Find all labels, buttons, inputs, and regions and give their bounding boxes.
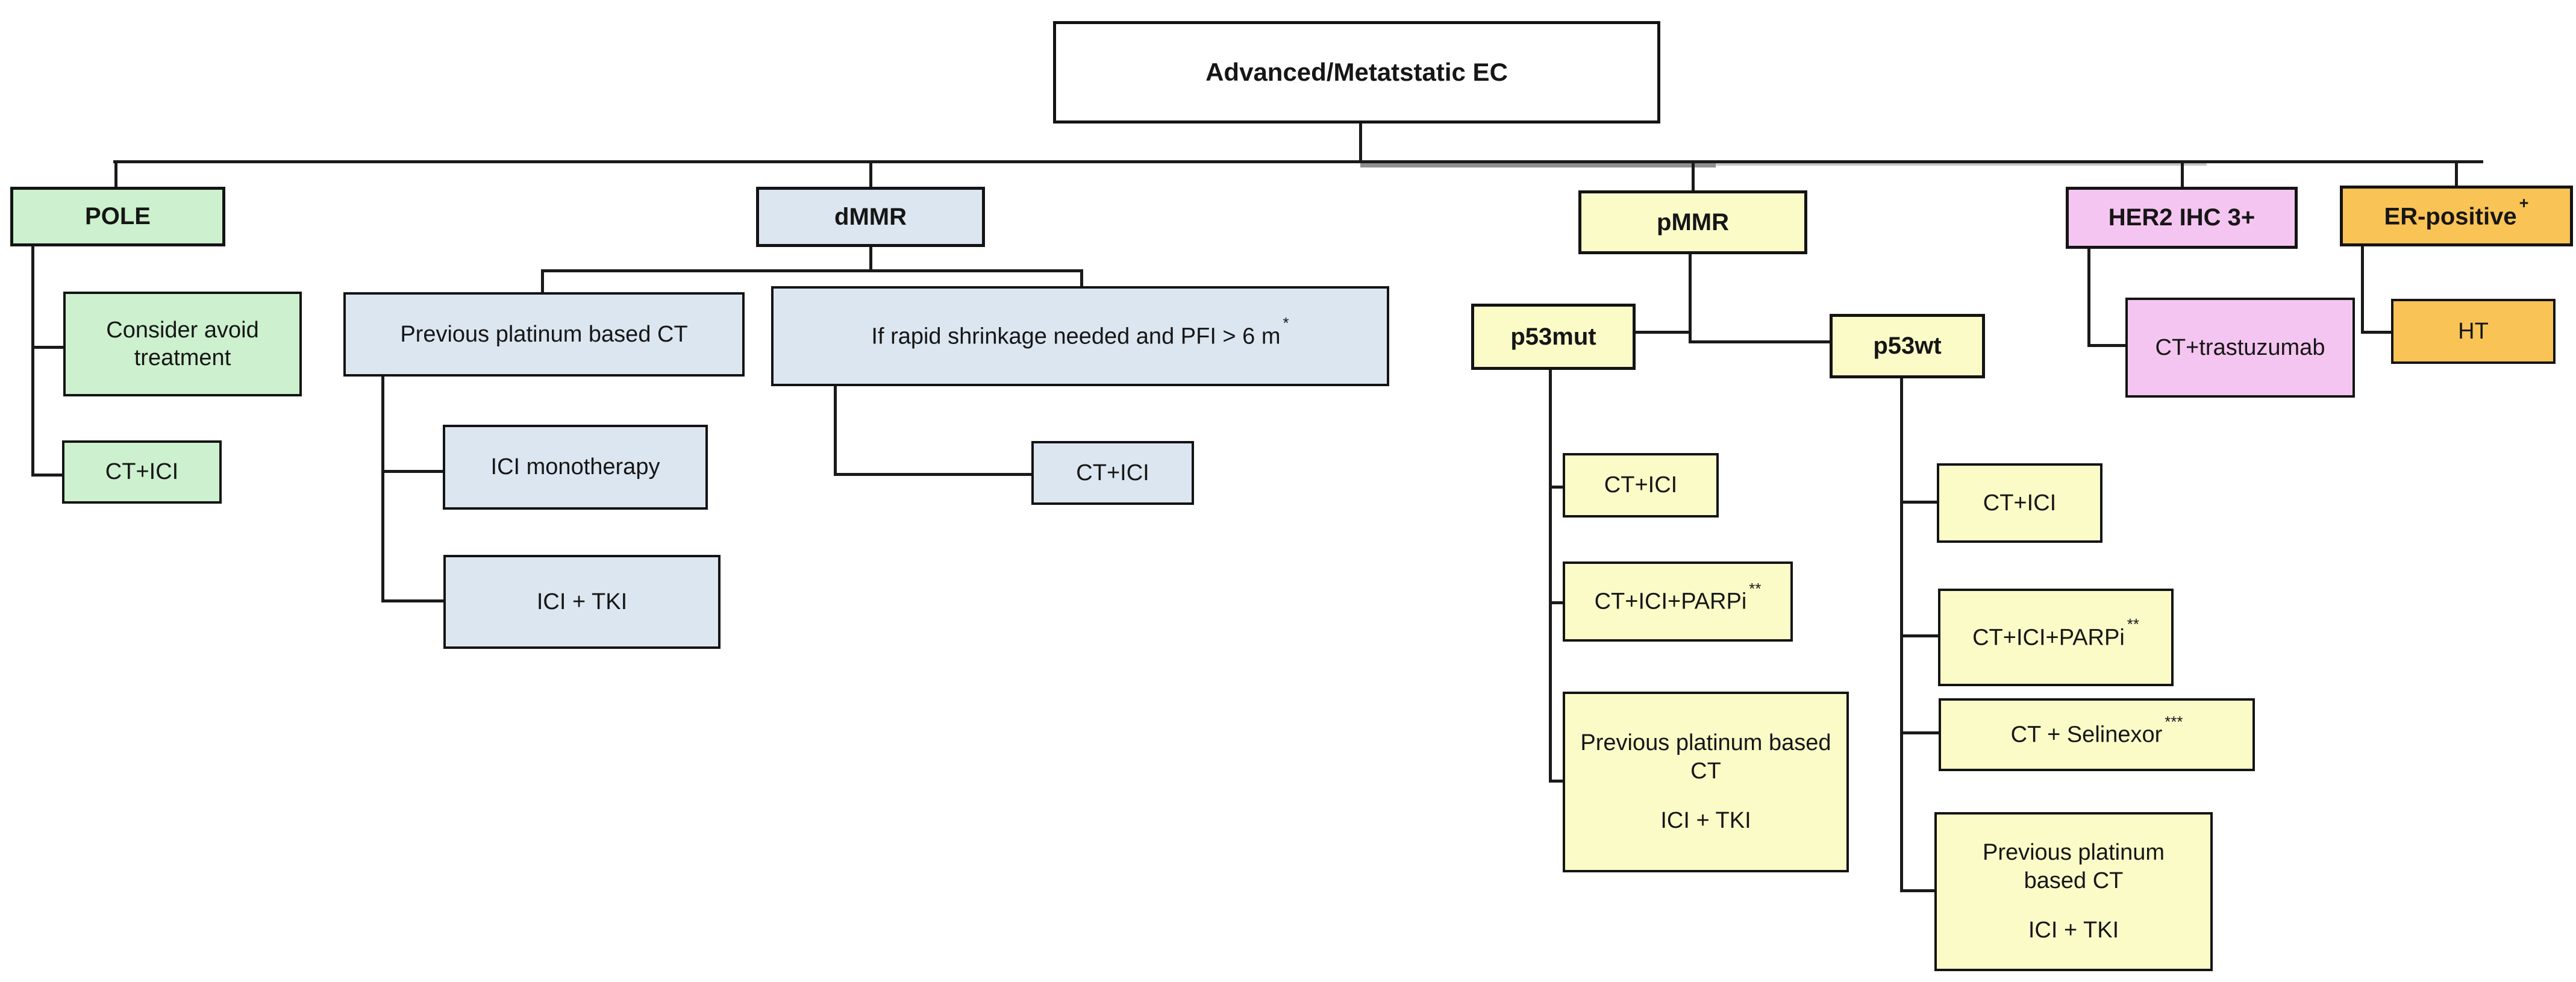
connector-main-horizontal xyxy=(113,160,2483,163)
node-dmmr-rapid-shrinkage: If rapid shrinkage needed and PFI > 6 m* xyxy=(771,286,1389,386)
connector-her2-trunk xyxy=(2087,248,2090,347)
node-p53mut-prev-platinum-line2: ICI + TKI xyxy=(1660,808,1751,834)
node-dmmr-ici-monotherapy-label: ICI monotherapy xyxy=(490,454,660,480)
node-p53mut-ct-ici-parpi-label: CT+ICI+PARPi** xyxy=(1594,580,1762,615)
node-p53wt-prev-platinum-line2: ICI + TKI xyxy=(2028,918,2119,943)
node-pmmr-label: pMMR xyxy=(1657,208,1729,236)
selinexor-footnote-mark: *** xyxy=(2165,713,2183,731)
node-pmmr: pMMR xyxy=(1578,190,1807,254)
node-dmmr: dMMR xyxy=(756,187,985,247)
er-positive-footnote-mark: + xyxy=(2519,193,2529,213)
node-dmmr-rapid-shrinkage-label: If rapid shrinkage needed and PFI > 6 m* xyxy=(871,315,1289,349)
connector-pole-elbow-ctici xyxy=(31,474,63,477)
node-root: Advanced/Metatstatic EC xyxy=(1053,21,1660,124)
node-dmmr-ici-tki-label: ICI + TKI xyxy=(536,589,628,615)
node-her2: HER2 IHC 3+ xyxy=(2066,187,2298,249)
node-her2-ct-trastuzumab: CT+trastuzumab xyxy=(2125,298,2355,398)
connector-stub-her2 xyxy=(2181,163,2184,188)
connector-stub-dmmr xyxy=(869,163,872,188)
connector-er-trunk xyxy=(2361,245,2364,334)
connector-elbow-rapid-ctici xyxy=(834,473,1033,476)
connector-p53wt-elbow-selinexor xyxy=(1900,731,1940,734)
connector-pole-trunk xyxy=(31,245,34,477)
node-p53wt-ct-ici-parpi-label: CT+ICI+PARPi** xyxy=(1972,616,2139,651)
connector-dmmr-horizontal-left xyxy=(541,269,872,272)
connector-p53mut-elbow-ctici xyxy=(1549,486,1564,489)
node-dmmr-ici-tki: ICI + TKI xyxy=(443,555,721,649)
connector-dmmr-drop-rapid xyxy=(1080,269,1083,287)
node-p53wt-ct-selinexor-label: CT + Selinexor*** xyxy=(2010,713,2183,748)
connector-p53mut-trunk xyxy=(1549,369,1552,783)
connector-elbow-icimono xyxy=(381,470,444,473)
p53mut-parpi-footnote-mark: ** xyxy=(1749,580,1762,598)
node-pole-ct-ici-label: CT+ICI xyxy=(105,459,179,485)
connector-p53wt-elbow-ctici xyxy=(1900,501,1938,504)
node-p53wt: p53wt xyxy=(1830,314,1985,378)
node-er-positive: ER-positive+ xyxy=(2340,186,2573,246)
node-pole-label: POLE xyxy=(85,203,151,230)
connector-stub-pole xyxy=(114,163,117,188)
connector-her2-elbow xyxy=(2087,344,2127,347)
node-pole-consider-label: Consider avoid treatment xyxy=(106,317,259,371)
node-p53wt-prev-platinum-ici-tki: Previous platinum based CT ICI + TKI xyxy=(1934,812,2213,971)
connector-dmmr-trunk xyxy=(869,246,872,272)
node-er-ht: HT xyxy=(2391,299,2556,364)
node-p53mut-prev-platinum-ici-tki: Previous platinum based CT ICI + TKI xyxy=(1563,692,1849,872)
connector-stub-er xyxy=(2455,163,2458,187)
node-p53wt-label: p53wt xyxy=(1873,333,1942,360)
connector-stub-pmmr xyxy=(1692,163,1695,192)
connector-elbow-icitki xyxy=(381,599,445,602)
connector-p53mut-elbow-parpi xyxy=(1549,601,1564,604)
connector-dmmr-horizontal-right xyxy=(869,269,1083,272)
connector-dmmr-drop-prevplatinum xyxy=(541,269,544,293)
node-er-ht-label: HT xyxy=(2458,318,2489,344)
connector-prevplatinum-trunk xyxy=(381,375,384,602)
rapid-shrinkage-footnote-mark: * xyxy=(1283,315,1289,333)
connector-main-shadow-dark xyxy=(1360,163,1716,167)
connector-pole-elbow-consider xyxy=(31,346,64,349)
node-her2-label: HER2 IHC 3+ xyxy=(2108,204,2256,231)
node-er-positive-label: ER-positive+ xyxy=(2384,193,2529,230)
node-pole: POLE xyxy=(10,187,225,246)
node-dmmr-previous-platinum-label: Previous platinum based CT xyxy=(400,321,688,347)
node-p53mut-label: p53mut xyxy=(1510,323,1596,350)
node-pole-consider-avoid-treatment: Consider avoid treatment xyxy=(63,292,302,396)
node-p53mut-ct-ici-label: CT+ICI xyxy=(1604,472,1678,498)
connector-p53wt-elbow-parpi xyxy=(1900,634,1939,637)
node-her2-ct-trastuzumab-label: CT+trastuzumab xyxy=(2155,334,2325,360)
node-p53mut: p53mut xyxy=(1471,304,1636,370)
connector-elbow-p53mut xyxy=(1634,331,1689,334)
node-root-label: Advanced/Metatstatic EC xyxy=(1205,58,1508,87)
node-p53wt-ct-ici-label: CT+ICI xyxy=(1983,490,2057,516)
node-dmmr-ct-ici: CT+ICI xyxy=(1031,441,1194,505)
node-dmmr-ici-monotherapy: ICI monotherapy xyxy=(443,425,708,510)
connector-p53wt-elbow-prevplat xyxy=(1900,889,1936,892)
connector-elbow-p53wt xyxy=(1689,340,1831,343)
node-dmmr-label: dMMR xyxy=(834,203,907,230)
node-pole-ct-ici: CT+ICI xyxy=(62,440,222,504)
node-dmmr-ct-ici-label: CT+ICI xyxy=(1076,460,1149,486)
connector-er-elbow xyxy=(2361,331,2392,334)
node-p53wt-prev-platinum-line1: Previous platinum based CT xyxy=(1982,840,2165,893)
node-p53mut-ct-ici: CT+ICI xyxy=(1563,453,1719,518)
p53wt-parpi-footnote-mark: ** xyxy=(2127,616,2139,634)
node-p53mut-ct-ici-parpi: CT+ICI+PARPi** xyxy=(1563,561,1793,642)
connector-main-shadow-light xyxy=(1716,163,2207,166)
node-p53mut-prev-platinum-line1: Previous platinum based CT xyxy=(1580,730,1831,784)
connector-pmmr-trunk xyxy=(1689,253,1692,343)
node-p53wt-ct-ici: CT+ICI xyxy=(1937,463,2102,543)
connector-root-stub xyxy=(1359,124,1362,163)
connector-rapid-trunk xyxy=(834,385,837,476)
connector-p53mut-elbow-prevplat xyxy=(1549,780,1564,783)
node-p53wt-ct-selinexor: CT + Selinexor*** xyxy=(1939,698,2255,771)
node-dmmr-previous-platinum: Previous platinum based CT xyxy=(343,292,745,377)
node-p53wt-ct-ici-parpi: CT+ICI+PARPi** xyxy=(1938,589,2174,686)
